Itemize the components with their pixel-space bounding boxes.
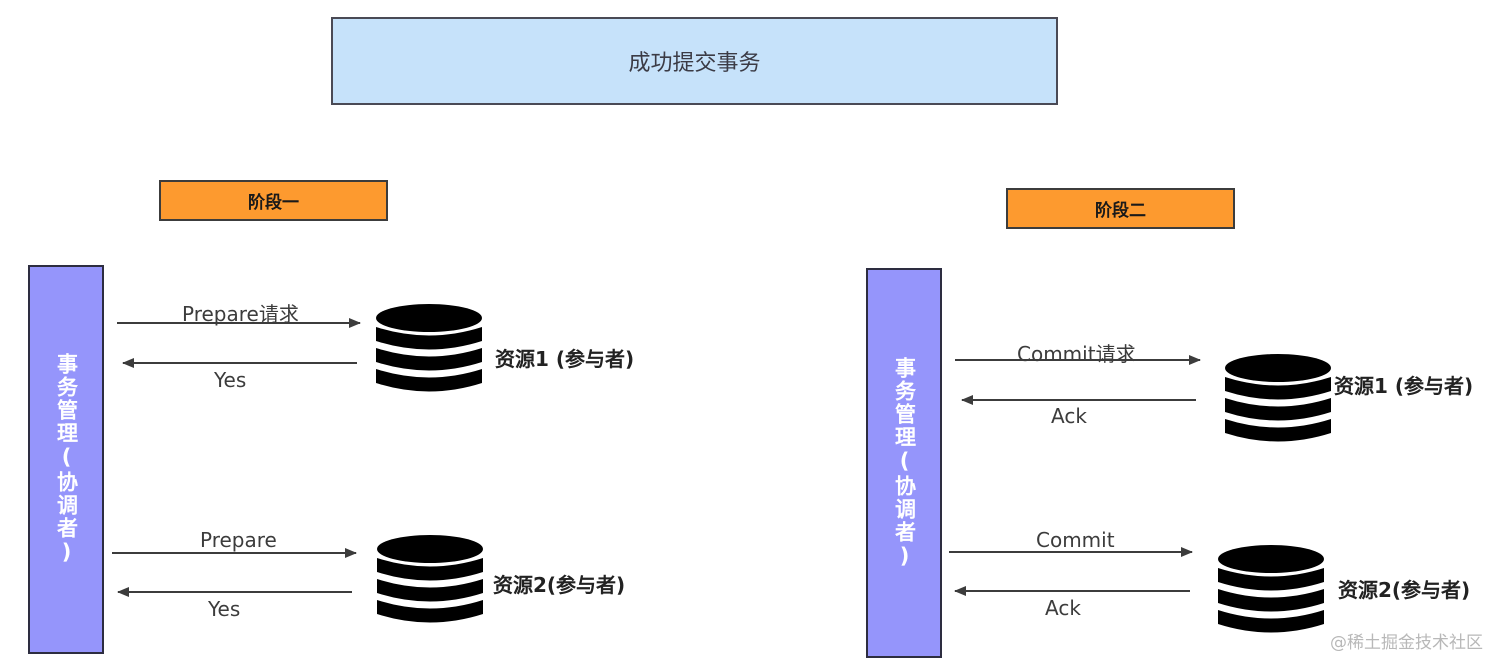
coordinator-phase-one: 事务管理(协调者) (28, 265, 104, 654)
database-icon (376, 304, 482, 392)
request-label-p2-r2: Commit (1036, 528, 1115, 552)
response-label-p1-r1: Yes (214, 368, 247, 392)
request-label-p1-r2: Prepare (200, 528, 277, 552)
resource-label-p1-r1: 资源1 (参与者) (495, 347, 635, 371)
response-label-p1-r2: Yes (208, 597, 241, 621)
database-icon (1218, 545, 1324, 633)
phase-one-text: 阶段一 (248, 193, 299, 213)
database-icon (1225, 354, 1331, 442)
database-icon (377, 535, 483, 623)
request-label-p2-r1: Commit请求 (1017, 342, 1136, 366)
response-label-p2-r1: Ack (1051, 404, 1087, 428)
resource-label-p2-r1: 资源1 (参与者) (1334, 374, 1474, 398)
resource-label-p2-r2: 资源2(参与者) (1338, 578, 1471, 602)
diagram-title: 成功提交事务 (628, 51, 761, 76)
response-label-p2-r2: Ack (1045, 596, 1081, 620)
resource-label-p1-r2: 资源2(参与者) (493, 573, 626, 597)
request-label-p1-r1: Prepare请求 (182, 302, 299, 326)
watermark: @稀土掘金技术社区 (1330, 633, 1483, 653)
coordinator-phase-two-text: 事务管理(协调者) (892, 356, 917, 570)
phase-one-label: 阶段一 (159, 180, 388, 221)
title-box: 成功提交事务 (331, 17, 1058, 105)
phase-two-label: 阶段二 (1006, 188, 1235, 229)
coordinator-phase-one-text: 事务管理(协调者) (54, 353, 79, 566)
coordinator-phase-two: 事务管理(协调者) (866, 268, 942, 658)
phase-two-text: 阶段二 (1095, 201, 1146, 221)
